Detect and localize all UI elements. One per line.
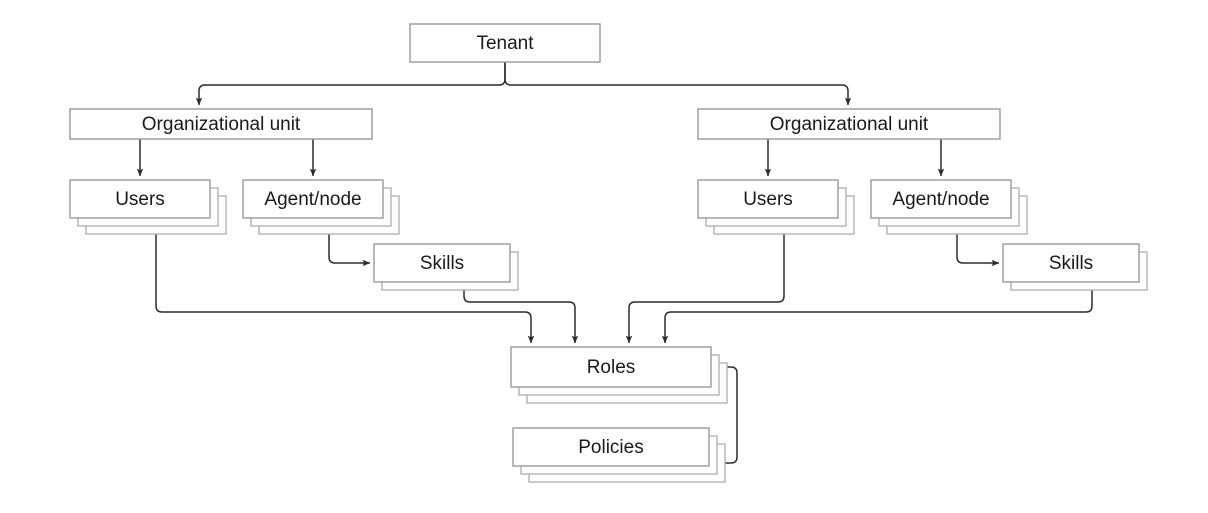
node-layer: Tenant Organizational unit Organizationa… [69, 23, 1148, 483]
node-users-left[interactable]: Users [69, 179, 227, 235]
stack-card-front [870, 179, 1012, 219]
node-policies-label: Policies [578, 437, 643, 458]
node-org-unit-left[interactable]: Organizational unit [69, 108, 373, 140]
node-users-right[interactable]: Users [697, 179, 855, 235]
stack-card-front [373, 243, 511, 283]
edge-tenant-to-org-right [504, 62, 852, 106]
stack-card-front [69, 179, 211, 219]
stack-card-front [1002, 243, 1140, 283]
node-skills-left-label: Skills [420, 253, 464, 274]
edge-tenant-to-org-left [195, 62, 506, 106]
connector-layer [136, 62, 1093, 467]
node-policies[interactable]: Policies [512, 427, 726, 483]
node-users-right-label: Users [743, 189, 793, 210]
edge-agent-right-to-skills-right [956, 234, 1000, 267]
edge-skills-left-to-roles [463, 290, 579, 344]
node-agent-node-right-label: Agent/node [892, 189, 989, 210]
node-org-unit-right[interactable]: Organizational unit [697, 108, 1001, 140]
stack-card-front [510, 346, 712, 388]
stack-card-front [242, 179, 384, 219]
stack-card-front [697, 179, 839, 219]
edge-users-left-to-roles [155, 234, 535, 344]
node-skills-right-label: Skills [1049, 253, 1093, 274]
node-agent-node-left-label: Agent/node [264, 189, 361, 210]
node-tenant[interactable]: Tenant [409, 23, 601, 63]
node-roles[interactable]: Roles [510, 346, 728, 404]
node-roles-label: Roles [587, 357, 636, 378]
node-agent-node-left[interactable]: Agent/node [242, 179, 400, 235]
node-tenant-label: Tenant [476, 33, 534, 54]
edge-roles-to-policies [711, 366, 738, 467]
node-org-unit-right-label: Organizational unit [770, 114, 929, 135]
node-skills-left[interactable]: Skills [373, 243, 519, 291]
edge-users-right-to-roles [625, 234, 785, 344]
stack-card-front [512, 427, 710, 467]
edge-skills-right-to-roles [661, 290, 1093, 344]
node-users-left-label: Users [115, 189, 165, 210]
node-org-unit-left-label: Organizational unit [142, 114, 301, 135]
edge-agent-left-to-skills-left [328, 234, 371, 267]
node-agent-node-right[interactable]: Agent/node [870, 179, 1028, 235]
node-skills-right[interactable]: Skills [1002, 243, 1148, 291]
